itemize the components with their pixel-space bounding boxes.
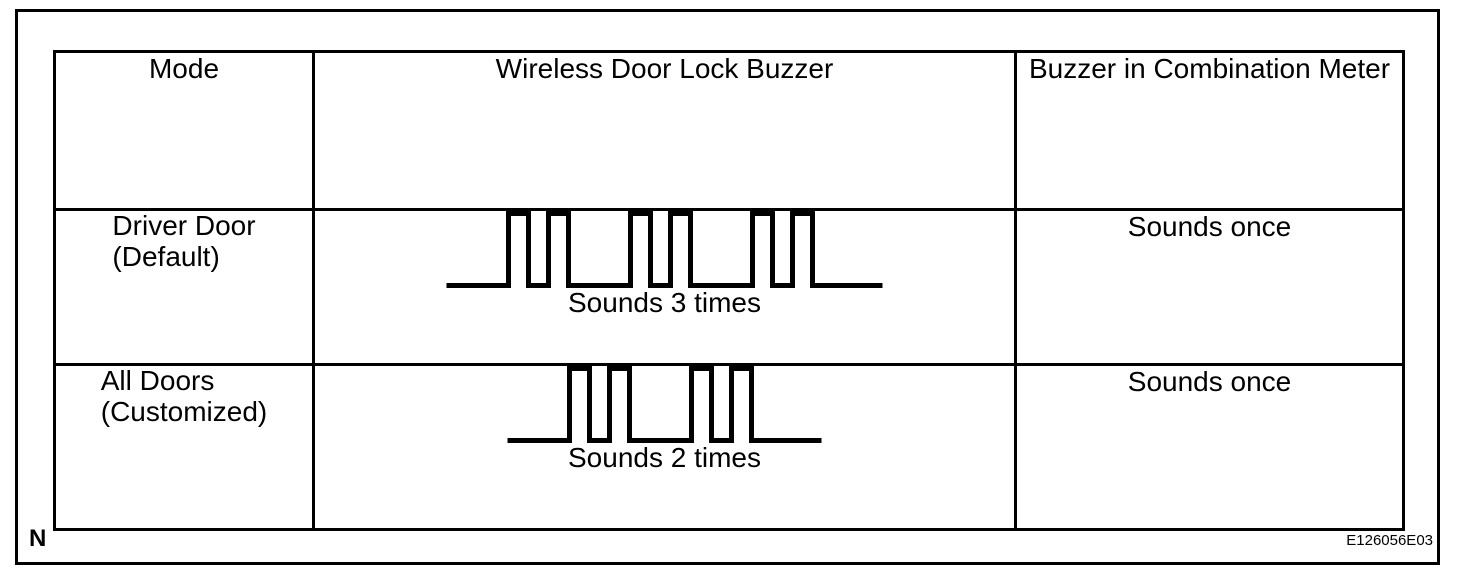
column-header-mode: Mode bbox=[53, 50, 315, 211]
buzzer-pulse-waveform-icon bbox=[446, 212, 883, 288]
waveform-cell-sounds-2-times: Sounds 2 times bbox=[312, 363, 1017, 531]
column-header-buzzer-in-combination-meter: Buzzer in Combination Meter bbox=[1014, 50, 1405, 211]
mode-label-block: Driver Door (Default) bbox=[112, 210, 256, 273]
mode-label-block: All Doors (Customized) bbox=[100, 365, 268, 428]
buzzer-pulse-waveform-icon bbox=[507, 367, 822, 443]
combination-meter-cell: Sounds once bbox=[1014, 208, 1405, 366]
waveform-block: Sounds 3 times bbox=[444, 212, 885, 318]
table-header-row: Mode Wireless Door Lock Buzzer Buzzer in… bbox=[53, 50, 1405, 211]
buzzer-mode-table: Mode Wireless Door Lock Buzzer Buzzer in… bbox=[53, 50, 1405, 531]
mode-label-line-1: Driver Door bbox=[112, 210, 256, 241]
column-header-wireless-door-lock-buzzer: Wireless Door Lock Buzzer bbox=[312, 50, 1017, 211]
waveform-caption: Sounds 3 times bbox=[568, 287, 761, 318]
table-row-all-doors: All Doors (Customized) Sounds 2 times So… bbox=[53, 363, 1405, 531]
mode-cell-driver-door: Driver Door (Default) bbox=[53, 208, 315, 366]
waveform-caption: Sounds 2 times bbox=[568, 442, 761, 473]
waveform-cell-sounds-3-times: Sounds 3 times bbox=[312, 208, 1017, 366]
figure-code-label: E126056E03 bbox=[1346, 532, 1433, 549]
table-row-driver-door: Driver Door (Default) Sounds 3 times Sou… bbox=[53, 208, 1405, 366]
figure-letter-label: N bbox=[29, 525, 47, 552]
figure-border bbox=[15, 9, 1440, 565]
mode-label-line-2: (Customized) bbox=[100, 395, 268, 427]
mode-label-line-2: (Default) bbox=[112, 240, 220, 272]
mode-label-line-1: All Doors bbox=[100, 365, 215, 396]
waveform-block: Sounds 2 times bbox=[505, 367, 824, 473]
mode-cell-all-doors: All Doors (Customized) bbox=[53, 363, 315, 531]
combination-meter-cell: Sounds once bbox=[1014, 363, 1405, 531]
